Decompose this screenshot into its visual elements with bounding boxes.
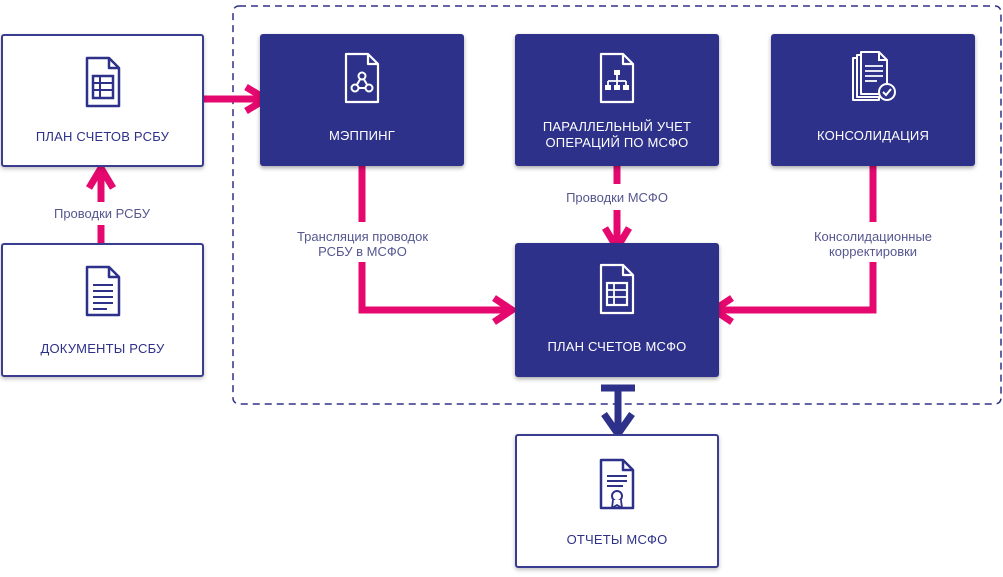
postings-rsbu-text: Проводки РСБУ <box>53 206 151 221</box>
connector-label-consolidation-adjustments: Консолидационные корректировки <box>800 229 946 259</box>
node-mapping-label: МЭППИНГ <box>328 128 396 143</box>
file-share-icon <box>344 52 380 104</box>
node-docs-rsbu[interactable]: ДОКУМЕНТЫ РСБУ <box>1 243 204 377</box>
document-icon <box>85 265 120 317</box>
arrow-parallel-to-plan-msfo <box>601 166 633 255</box>
consolidation-adjust-line1: Консолидационные <box>813 229 933 244</box>
node-reports-msfo-label: ОТЧЕТЫ МСФО <box>566 532 668 547</box>
arrow-docs-to-plan-rsbu <box>85 161 117 243</box>
postings-msfo-text: Проводки МСФО <box>566 190 668 205</box>
node-parallel-label-line2: ОПЕРАЦИЙ ПО МСФО <box>545 135 689 150</box>
connector-label-postings-rsbu: Проводки РСБУ <box>44 206 160 221</box>
translation-line2: РСБУ в МСФО <box>318 244 407 259</box>
spreadsheet-icon <box>85 56 120 108</box>
consolidation-adjust-line2: корректировки <box>828 244 918 259</box>
arrow-mapping-to-plan-msfo <box>358 166 519 325</box>
arrow-plan-msfo-to-reports <box>601 384 635 441</box>
certificate-icon <box>599 458 635 510</box>
documents-check-icon <box>852 51 896 101</box>
connector-label-postings-msfo: Проводки МСФО <box>556 190 678 205</box>
file-hierarchy-icon <box>599 52 635 104</box>
node-plan-rsbu[interactable]: ПЛАН СЧЕТОВ РСБУ <box>1 34 204 167</box>
spreadsheet-icon <box>599 263 635 315</box>
translation-line1: Трансляция проводок <box>296 229 429 244</box>
arrow-plan-rsbu-to-mapping <box>204 83 273 115</box>
node-mapping[interactable]: МЭППИНГ <box>260 34 464 166</box>
node-consolidation[interactable]: КОНСОЛИДАЦИЯ <box>771 34 975 166</box>
node-plan-msfo[interactable]: ПЛАН СЧЕТОВ МСФО <box>515 243 719 377</box>
connector-label-translation: Трансляция проводок РСБУ в МСФО <box>285 229 440 259</box>
node-parallel-accounting[interactable]: ПАРАЛЛЕЛЬНЫЙ УЧЕТ ОПЕРАЦИЙ ПО МСФО <box>515 34 719 166</box>
node-docs-rsbu-label: ДОКУМЕНТЫ РСБУ <box>40 341 165 356</box>
node-plan-rsbu-label: ПЛАН СЧЕТОВ РСБУ <box>35 129 170 144</box>
node-parallel-label-line1: ПАРАЛЛЕЛЬНЫЙ УЧЕТ <box>542 119 692 134</box>
node-parallel-label: ПАРАЛЛЕЛЬНЫЙ УЧЕТ ОПЕРАЦИЙ ПО МСФО <box>515 119 719 151</box>
node-plan-msfo-label: ПЛАН СЧЕТОВ МСФО <box>547 339 687 354</box>
node-consolidation-label: КОНСОЛИДАЦИЯ <box>816 128 930 143</box>
node-reports-msfo[interactable]: ОТЧЕТЫ МСФО <box>515 434 719 568</box>
